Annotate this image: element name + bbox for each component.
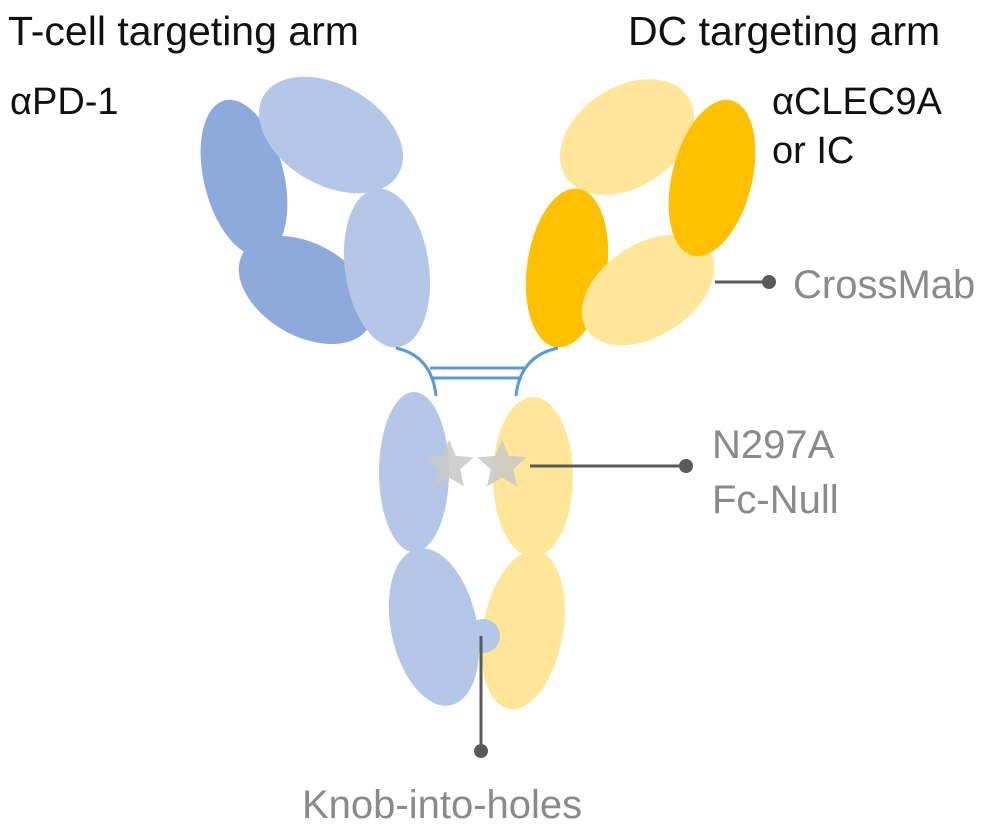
t-cell-cl-domain [343,188,431,348]
mutation-star-right-icon [477,440,527,487]
fc-region [379,392,573,710]
dc-arm-target-line1: αCLEC9A [772,81,942,123]
mutation-stars [424,440,527,487]
dc-light-lower-domain [581,234,715,346]
fc-ch3-right-domain [481,550,565,710]
t-cell-ch1-domain [238,235,374,345]
mutation-star-left-icon [424,440,474,487]
fc-ch2-left-domain [379,392,449,552]
fc-mutation-label-line1: N297A [712,423,835,467]
t-cell-vl-domain [258,76,404,194]
annotation-leaders [474,275,776,758]
dc-light-upper-domain [559,79,695,195]
dc-fab-arm [525,79,756,348]
hinge-region [395,346,559,397]
dc-arm-title: DC targeting arm [628,8,940,54]
t-cell-fab-arm [200,76,431,348]
fc-ch2-right-domain [493,397,573,557]
fc-mutation-label-line2: Fc-Null [712,478,839,522]
dc-arm-target-line2: or IC [772,130,854,172]
dc-dark-right-domain [668,99,756,257]
knob-into-holes-label: Knob-into-holes [302,783,582,827]
fc-ch3-left-domain [388,548,480,706]
crossmab-label: CrossMab [793,263,975,307]
t-cell-arm-title: T-cell targeting arm [8,8,359,54]
knob-domain [466,619,500,653]
t-cell-vh-domain [200,99,288,257]
t-cell-arm-target: αPD-1 [10,81,119,123]
